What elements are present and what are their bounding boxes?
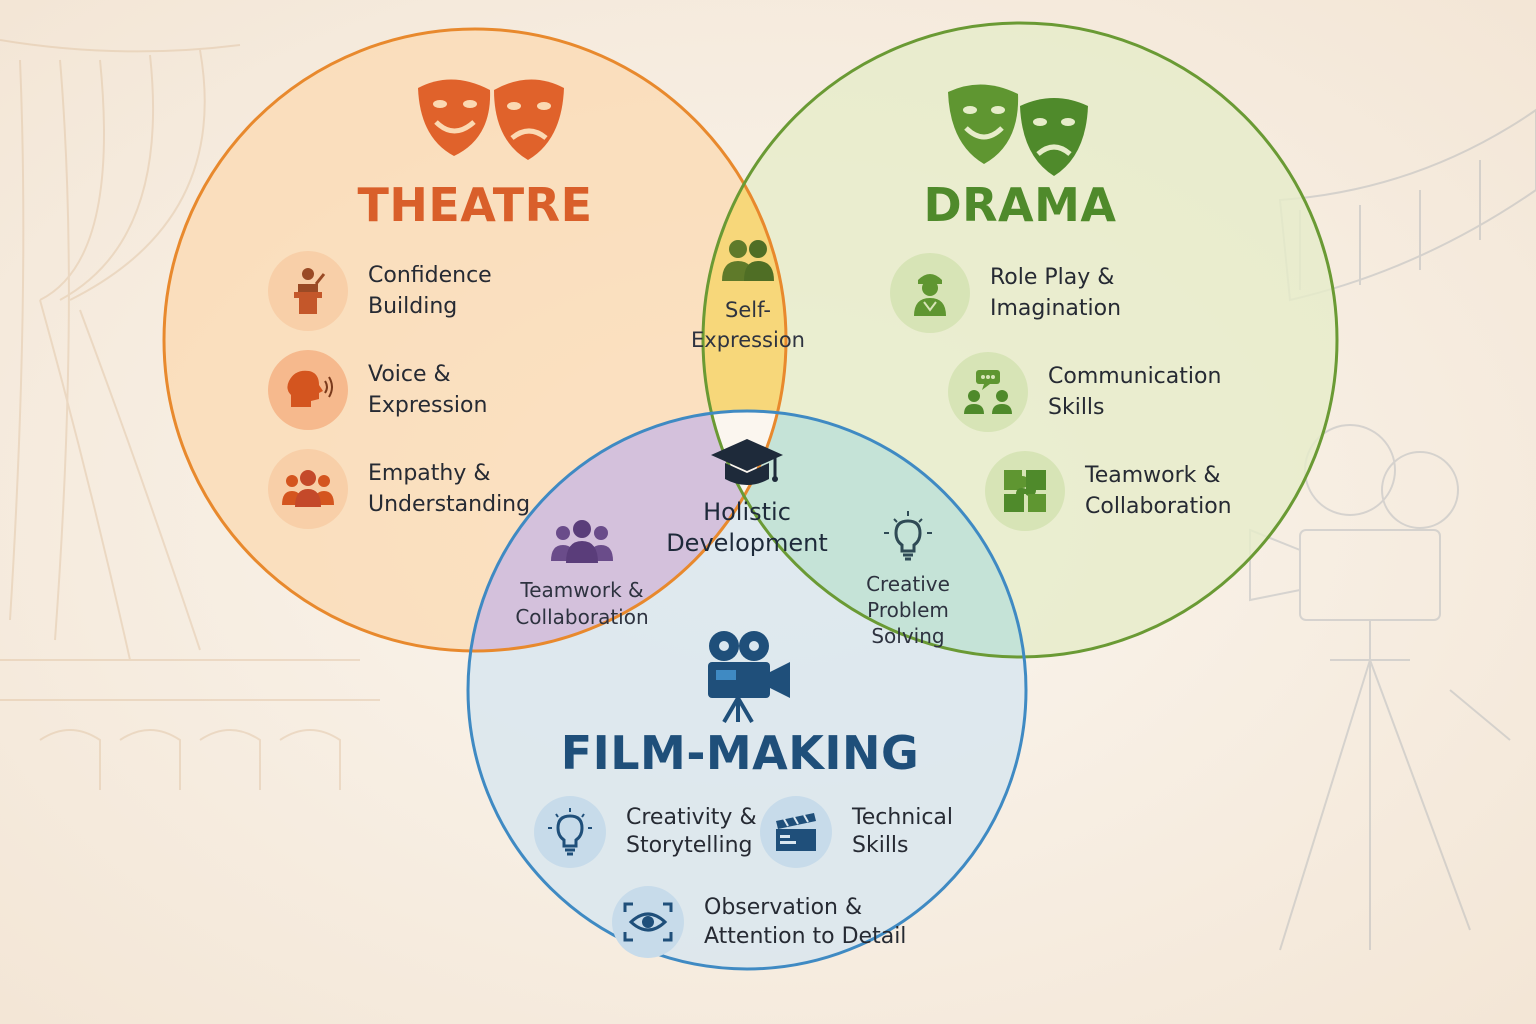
theatre-item-voice: Voice & Expression bbox=[268, 350, 487, 430]
drama-item-label: Role Play & Imagination bbox=[990, 265, 1122, 321]
overlap-theatre-film-label: Teamwork & Collaboration bbox=[498, 500, 666, 650]
drama-item-teamwork: Teamwork & Collaboration bbox=[985, 451, 1232, 531]
drama-item-roleplay: Role Play & Imagination bbox=[890, 253, 1121, 333]
theatre-item-confidence: Confidence Building bbox=[268, 251, 492, 331]
overlap-label: Teamwork & Collaboration bbox=[515, 578, 649, 629]
two-people-icon bbox=[722, 240, 774, 281]
drama-masks-icon bbox=[944, 76, 1094, 186]
film-item-technical: Technical Skills bbox=[760, 796, 953, 868]
film-item-label: Technical Skills bbox=[852, 805, 954, 858]
overlap-center-label: Holistic Development bbox=[656, 418, 838, 578]
film-title: FILM-MAKING bbox=[560, 726, 920, 780]
conversation-icon bbox=[948, 352, 1028, 432]
speaking-head-icon bbox=[268, 350, 348, 430]
eye-focus-icon bbox=[612, 886, 684, 958]
puzzle-icon bbox=[985, 451, 1065, 531]
actor-costume-icon bbox=[890, 253, 970, 333]
theatre-item-label: Voice & Expression bbox=[368, 362, 488, 418]
team-icon bbox=[551, 520, 613, 563]
drama-item-label: Teamwork & Collaboration bbox=[1085, 463, 1232, 519]
film-item-label: Creativity & Storytelling bbox=[626, 805, 757, 858]
theatre-item-label: Confidence Building bbox=[368, 263, 492, 319]
curtain-sketch bbox=[0, 39, 380, 790]
clapperboard-icon bbox=[760, 796, 832, 868]
theatre-masks-icon bbox=[412, 68, 572, 178]
speaker-podium-icon bbox=[268, 251, 348, 331]
drama-item-communication: Communication Skills bbox=[948, 352, 1221, 432]
theatre-circle bbox=[162, 27, 788, 653]
overlap-theatre-drama-label: Self- Expression bbox=[678, 218, 818, 374]
theatre-item-empathy: Empathy & Understanding bbox=[268, 449, 530, 529]
theatre-title: THEATRE bbox=[357, 178, 593, 232]
overlap-label: Holistic Development bbox=[666, 498, 828, 557]
film-item-creativity: Creativity & Storytelling bbox=[534, 796, 757, 868]
film-circle bbox=[466, 409, 1028, 971]
drama-circle bbox=[701, 21, 1339, 659]
movie-camera-icon bbox=[702, 628, 794, 724]
overlap-label: Creative Problem Solving bbox=[866, 572, 950, 648]
graduation-cap-icon bbox=[711, 439, 783, 485]
overlap-label: Self- Expression bbox=[691, 298, 805, 352]
drama-title: DRAMA bbox=[923, 178, 1117, 232]
lightbulb-icon bbox=[534, 796, 606, 868]
film-item-label: Observation & Attention to Detail bbox=[704, 895, 907, 949]
overlap-drama-film bbox=[703, 411, 1026, 657]
drama-item-label: Communication Skills bbox=[1048, 364, 1222, 420]
people-group-icon bbox=[268, 449, 348, 529]
idea-bulb-icon bbox=[884, 511, 932, 561]
film-item-observation: Observation & Attention to Detail bbox=[612, 886, 906, 958]
theatre-item-label: Empathy & Understanding bbox=[368, 461, 531, 517]
overlap-drama-film-label: Creative Problem Solving bbox=[838, 490, 978, 668]
